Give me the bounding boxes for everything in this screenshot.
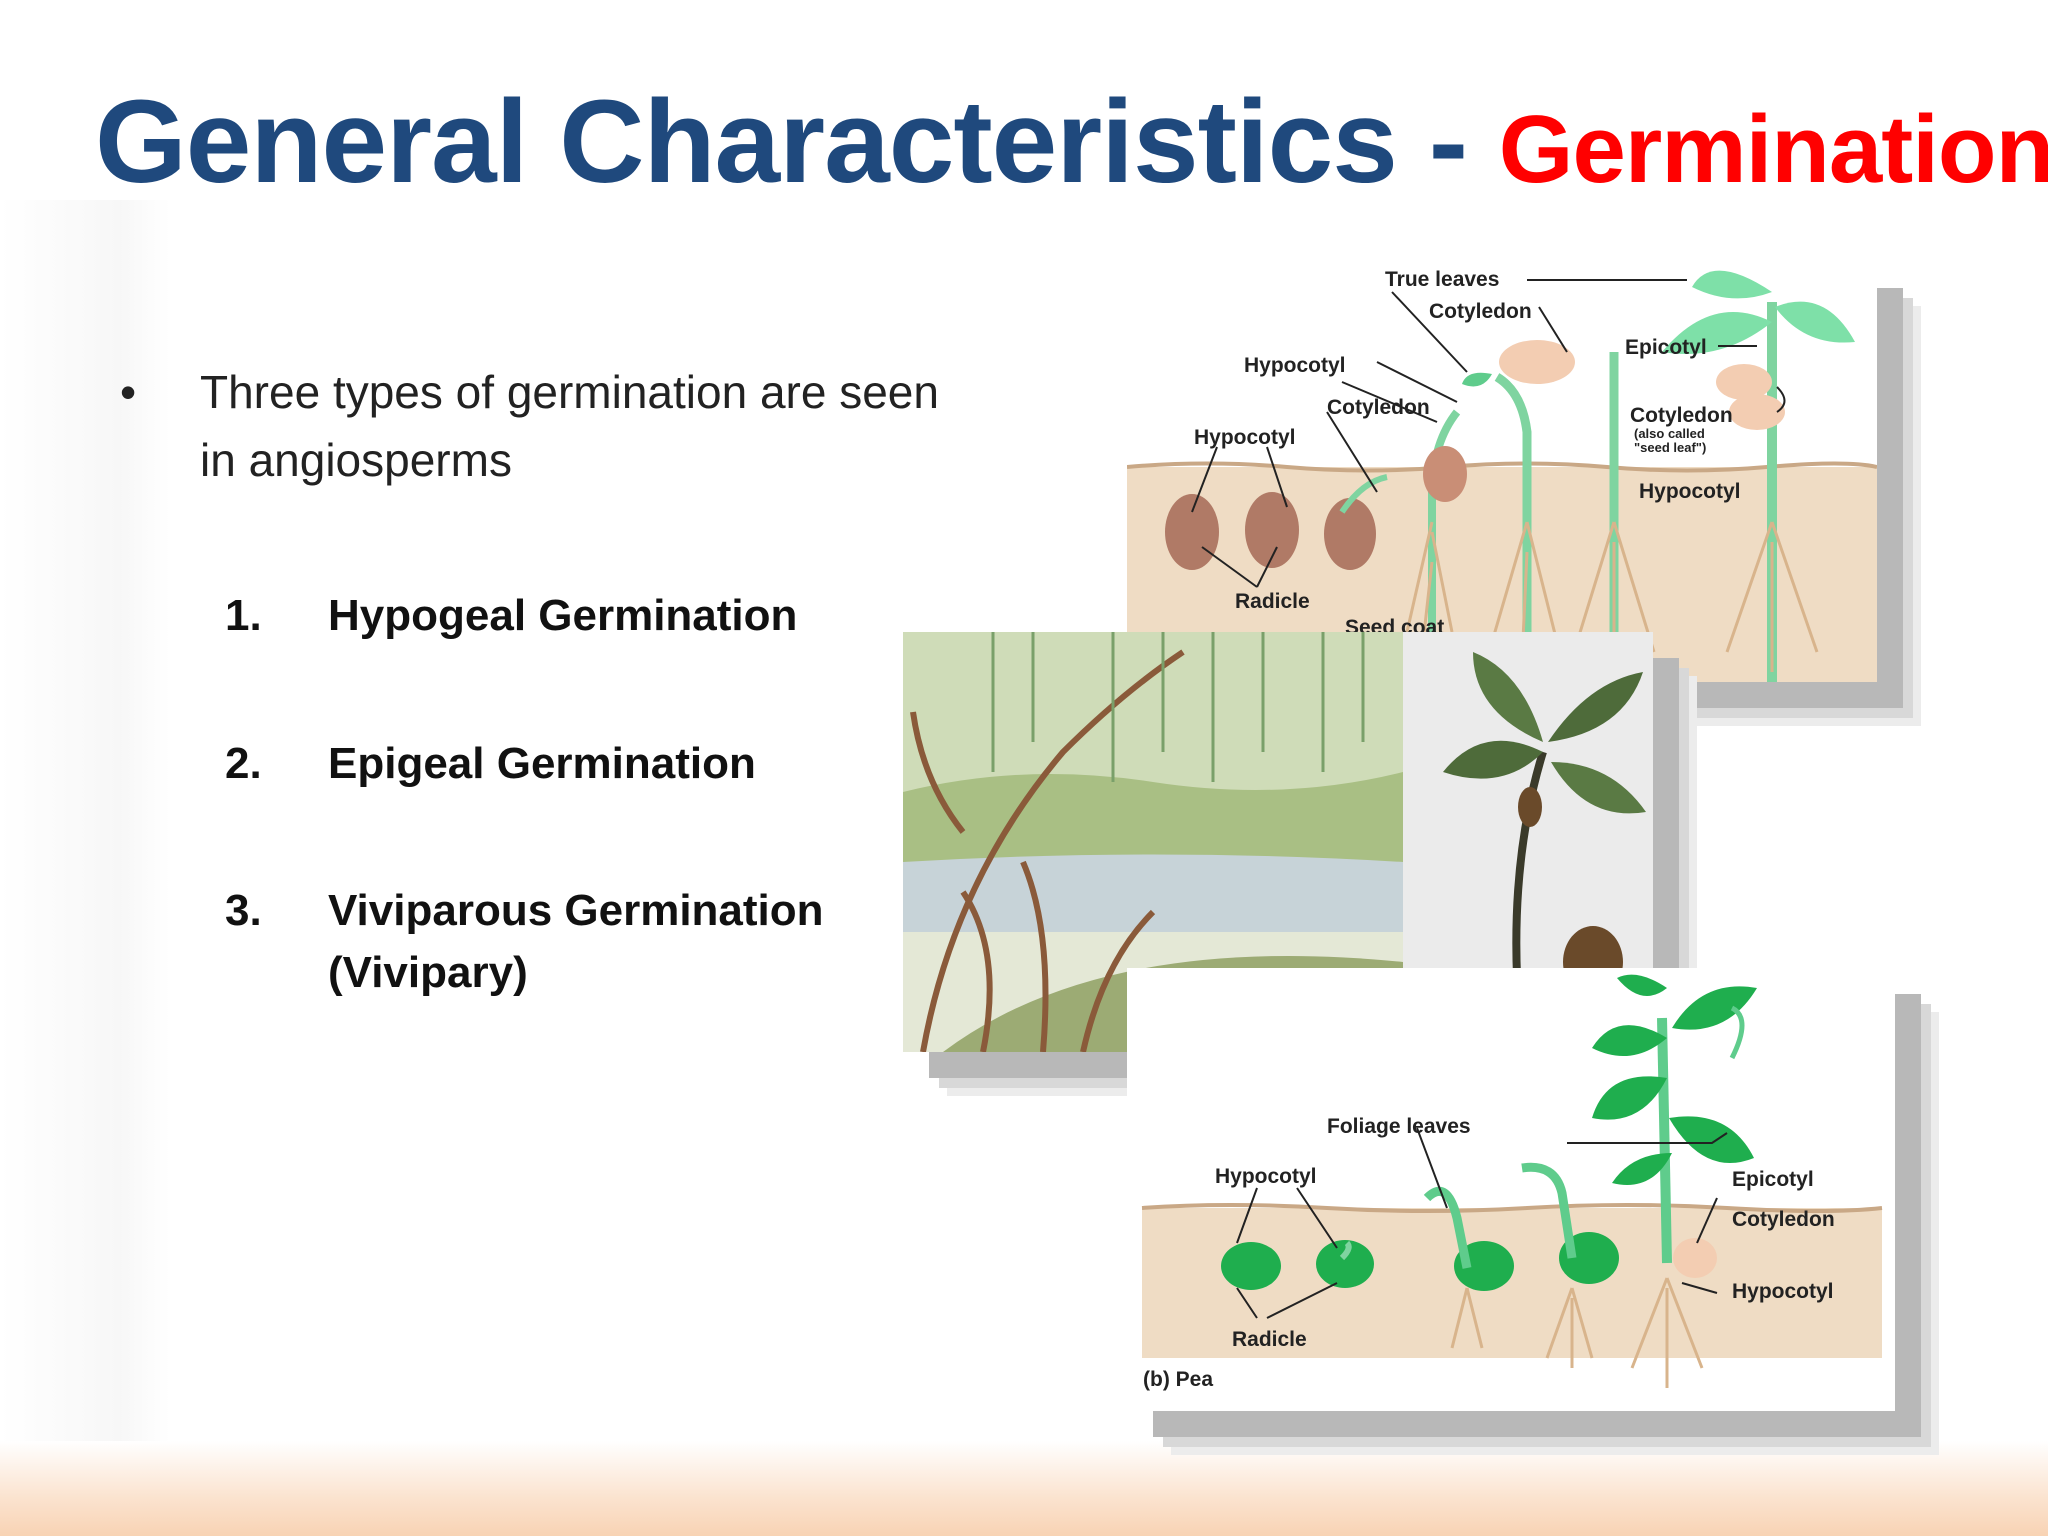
label-true-leaves: True leaves (1385, 268, 1499, 291)
bullet-icon: • (120, 366, 137, 418)
bean-germination-image: True leaves Cotyledon Epicotyl Hypocotyl… (1127, 262, 1877, 682)
label-cotyledon-c: Cotyledon (1630, 404, 1733, 427)
label-hypocotyl-a: Hypocotyl (1215, 1165, 1317, 1188)
list-label: Viviparous Germination (Vivipary) (328, 886, 824, 997)
title-accent: Germination (1498, 96, 2048, 203)
title-separator: - (1396, 76, 1499, 208)
diagram-caption: (b) Pea (1143, 1368, 1213, 1391)
label-foliage-leaves: Foliage leaves (1327, 1115, 1471, 1138)
label-epicotyl: Epicotyl (1625, 336, 1707, 359)
label-cotyledon-b: Cotyledon (1327, 396, 1430, 419)
bean-germination-diagram: True leaves Cotyledon Epicotyl Hypocotyl… (1127, 262, 1877, 682)
label-hypocotyl-a: Hypocotyl (1244, 354, 1346, 377)
label-hypocotyl-b: Hypocotyl (1732, 1280, 1834, 1303)
label-radicle: Radicle (1232, 1328, 1307, 1351)
background-fade (0, 200, 170, 1460)
label-hypocotyl-b: Hypocotyl (1194, 426, 1296, 449)
pea-germination-diagram: Foliage leaves Hypocotyl Epicotyl Cotyle… (1127, 968, 1895, 1411)
list-label: Hypogeal Germination (328, 591, 798, 640)
list-number: 3. (225, 886, 262, 935)
mangrove-vivipary-image (903, 632, 1653, 1052)
label-cotyledon: Cotyledon (1732, 1208, 1835, 1231)
list-number: 2. (225, 739, 262, 788)
label-cotyledon-note: (also called (1634, 426, 1705, 441)
label-radicle: Radicle (1235, 590, 1310, 613)
footer-band (0, 1441, 2048, 1536)
label-epicotyl: Epicotyl (1732, 1168, 1814, 1191)
list-label: Epigeal Germination (328, 739, 756, 788)
label-cotyledon-a: Cotyledon (1429, 300, 1532, 323)
list-number: 1. (225, 591, 262, 640)
label-hypocotyl-c: Hypocotyl (1639, 480, 1741, 503)
slide-title: General Characteristics - Germination (95, 72, 2048, 214)
mangrove-illustration (903, 632, 1653, 1052)
pea-germination-image: Foliage leaves Hypocotyl Epicotyl Cotyle… (1127, 968, 1895, 1411)
bullet-text: Three types of germination are seen in a… (200, 366, 939, 486)
label-cotyledon-note2: "seed leaf") (1634, 440, 1706, 455)
title-main: General Characteristics (95, 76, 1398, 208)
